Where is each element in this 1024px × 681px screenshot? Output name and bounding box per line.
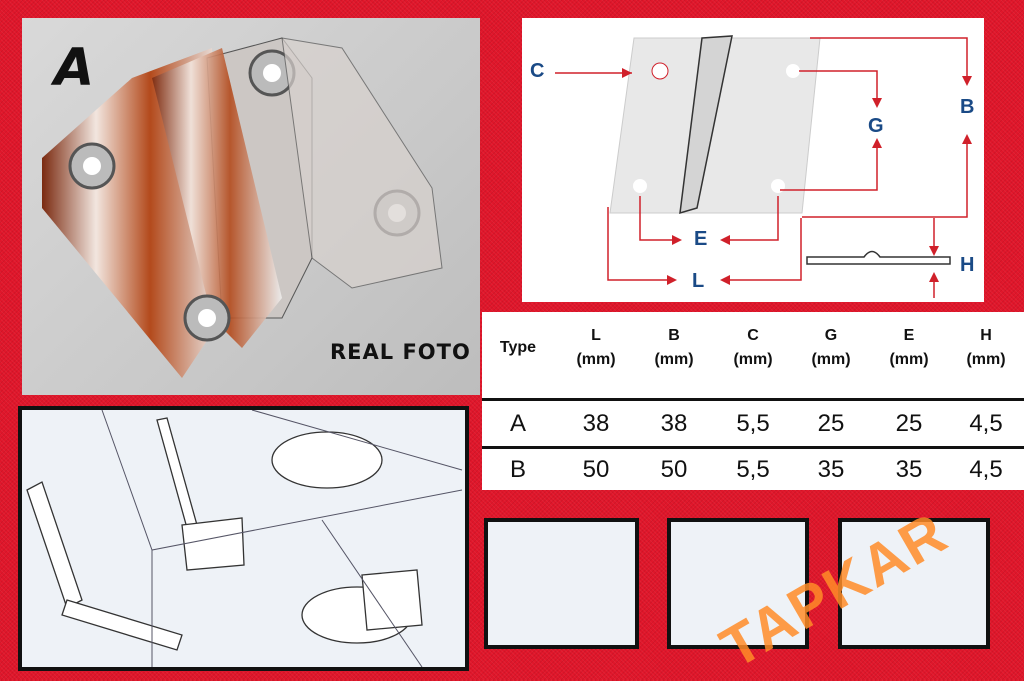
mounting-example-3 <box>838 518 990 649</box>
label-l: L <box>692 270 705 292</box>
hinge-dimension-drawing <box>555 35 972 298</box>
label-c: C <box>530 60 545 82</box>
dimension-diagram: C G B E L H <box>522 18 984 302</box>
label-g: G <box>868 115 884 137</box>
usage-illustration <box>18 406 469 671</box>
table-row: A 38 38 5,5 25 25 4,5 <box>509 410 1003 437</box>
divider <box>482 446 1024 449</box>
photo-caption: REAL FOTO <box>330 340 471 364</box>
header-g: G(mm) <box>811 327 851 368</box>
dimension-table: Type L(mm) B(mm) C(mm) G(mm) E(mm) H(mm)… <box>482 312 1024 490</box>
table-header: Type L(mm) B(mm) C(mm) G(mm) E(mm) H(mm) <box>482 312 1024 398</box>
hinge-photo-illustration <box>42 37 443 378</box>
header-type: Type <box>499 339 537 356</box>
table-row: B 50 50 5,5 35 35 4,5 <box>509 456 1003 483</box>
header-b: B(mm) <box>654 327 694 368</box>
product-photo: A REAL FOTO <box>22 18 480 395</box>
header-e: E(mm) <box>889 327 929 368</box>
label-h: H <box>960 254 975 276</box>
header-h: H(mm) <box>966 327 1006 368</box>
variant-letter: A <box>54 38 95 98</box>
divider <box>482 398 1024 401</box>
mounting-example-2 <box>667 518 809 649</box>
hinge-usage-drawing <box>26 410 463 667</box>
label-b: B <box>960 96 975 118</box>
label-e: E <box>694 228 708 250</box>
header-l: L(mm) <box>576 327 616 368</box>
header-c: C(mm) <box>733 327 773 368</box>
mounting-example-1 <box>484 518 639 649</box>
